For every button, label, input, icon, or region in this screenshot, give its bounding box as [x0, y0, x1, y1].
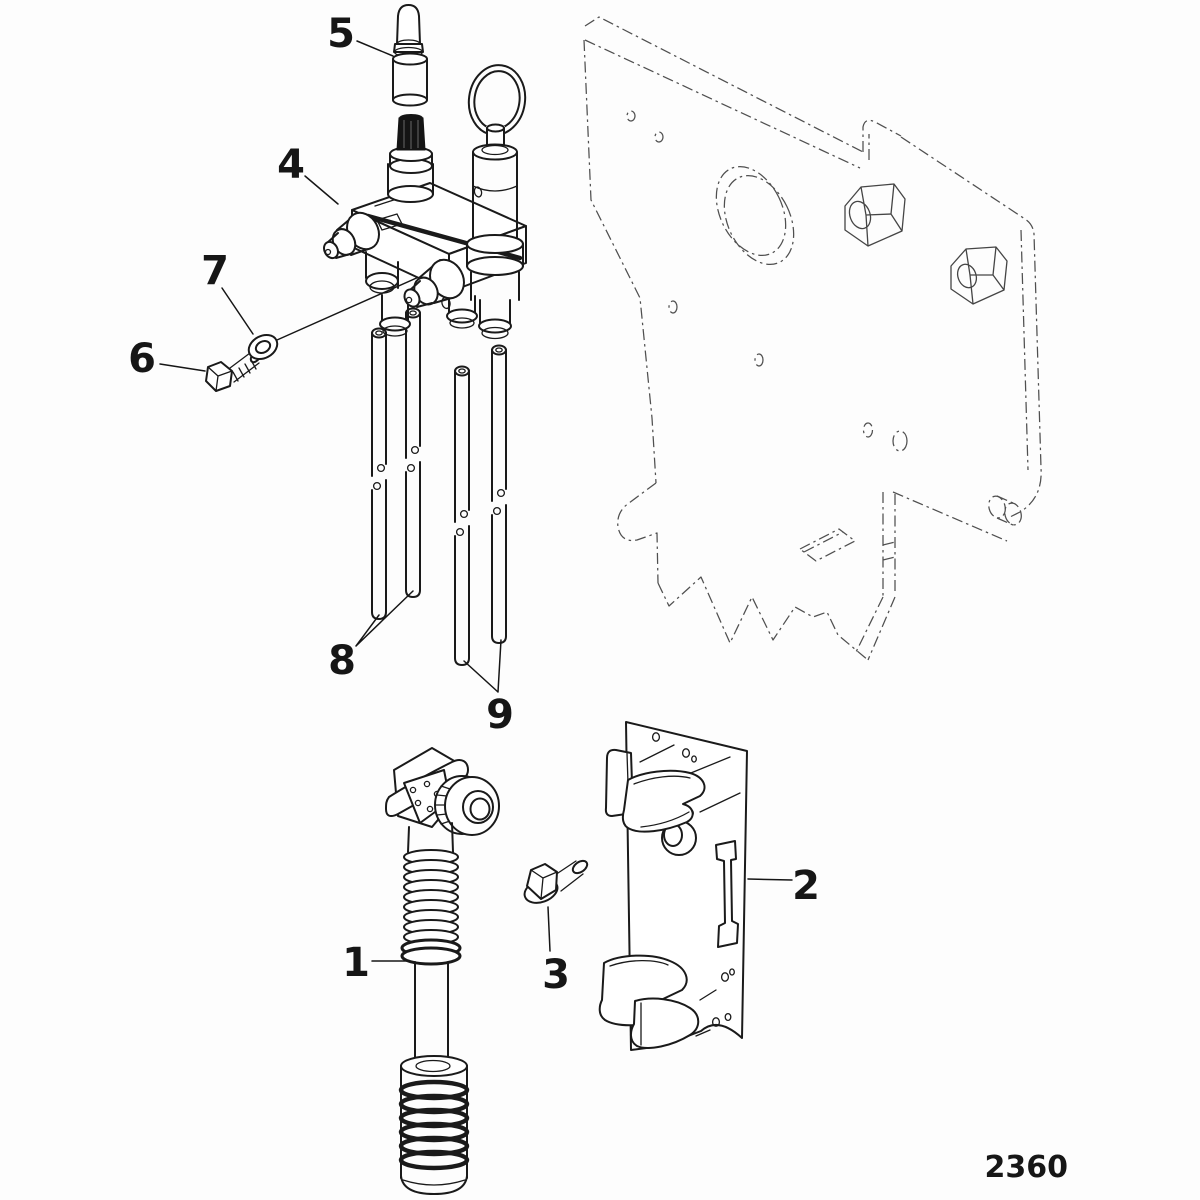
pump-knob: [434, 775, 500, 836]
part-7-washer: [247, 334, 279, 360]
callout-7: 7: [201, 248, 229, 294]
plate-left-edge: [583, 39, 657, 484]
valve-ring-pull-cylinder: [466, 64, 527, 340]
valve-knurled-knob: [396, 114, 426, 151]
callout-1: 1: [342, 940, 370, 986]
plate-small-hole: [668, 300, 678, 314]
pump-shaft: [414, 961, 449, 1063]
pump-collar-ring: [400, 938, 462, 966]
valve-left-spool: [323, 211, 380, 260]
phantom-transom-plate: [583, 16, 1042, 661]
bracket-slot: [715, 840, 739, 948]
fasteners-6-7: [205, 271, 431, 392]
tube: [491, 344, 507, 644]
leader-line-9: [463, 639, 502, 693]
callout-2: 2: [792, 863, 820, 909]
leader-line-8: [355, 590, 414, 647]
plate-tab: [862, 119, 902, 152]
bracket-upper-clip: [604, 748, 706, 833]
leader-line-7-long: [276, 271, 431, 341]
hex-nut: [844, 183, 906, 247]
part-1-pump-assembly: [385, 747, 500, 1195]
callouts: 1 2 3 4 5 6 7 8 9: [128, 11, 820, 998]
callout-8: 8: [328, 638, 356, 684]
part-4-valve-assembly: [323, 64, 527, 340]
callout-5: 5: [327, 11, 355, 57]
plate-boss: [988, 495, 1022, 526]
valve-foot: [365, 251, 399, 294]
plate-small-hole: [654, 131, 664, 143]
callout-3: 3: [542, 952, 570, 998]
plate-top-edge-inner: [584, 39, 861, 169]
part-5-pin: [392, 4, 428, 107]
plate-small-hole: [754, 353, 764, 367]
callout-9: 9: [486, 692, 514, 738]
plate-jagged-bottom-edge: [657, 576, 869, 661]
tube: [371, 327, 387, 620]
hex-nut: [950, 246, 1008, 305]
pump-grip: [398, 1055, 470, 1195]
plate-top-edge-outer: [584, 16, 864, 153]
part-3-flange-bolt: [523, 859, 589, 904]
plate-small-hole: [862, 422, 874, 438]
leader-line-6: [159, 363, 206, 372]
leader-line-7: [221, 287, 254, 335]
valve-right-spool: [403, 258, 465, 308]
tube: [405, 307, 421, 598]
plate-slot: [799, 528, 856, 562]
part-8-tubes: [371, 307, 421, 620]
plate-left-hook: [617, 482, 659, 584]
bracket-lower-clip: [598, 954, 700, 1049]
plate-right-edge: [900, 136, 1042, 518]
leader-line-2: [747, 878, 793, 881]
callout-4: 4: [277, 142, 305, 188]
callout-6: 6: [128, 336, 156, 382]
valve-ports: [379, 291, 478, 337]
drawing-number: 2360: [985, 1150, 1069, 1185]
leader-line-4: [304, 175, 339, 205]
plate-bottom-right-edge: [892, 491, 1008, 542]
plate-small-hole: [626, 110, 636, 122]
plate-large-hole: [715, 165, 787, 257]
leader-line-5: [356, 40, 394, 57]
leader-line-3: [547, 906, 551, 952]
pump-bellows: [403, 849, 459, 945]
part-2-mounting-bracket: [598, 721, 748, 1051]
bracket-screw-hole: [651, 732, 661, 742]
valve-stem: [387, 146, 434, 203]
tube: [454, 365, 470, 666]
bracket-screw-hole: [681, 748, 691, 758]
part-9-tubes: [454, 344, 507, 666]
plate-small-hole: [892, 430, 908, 452]
